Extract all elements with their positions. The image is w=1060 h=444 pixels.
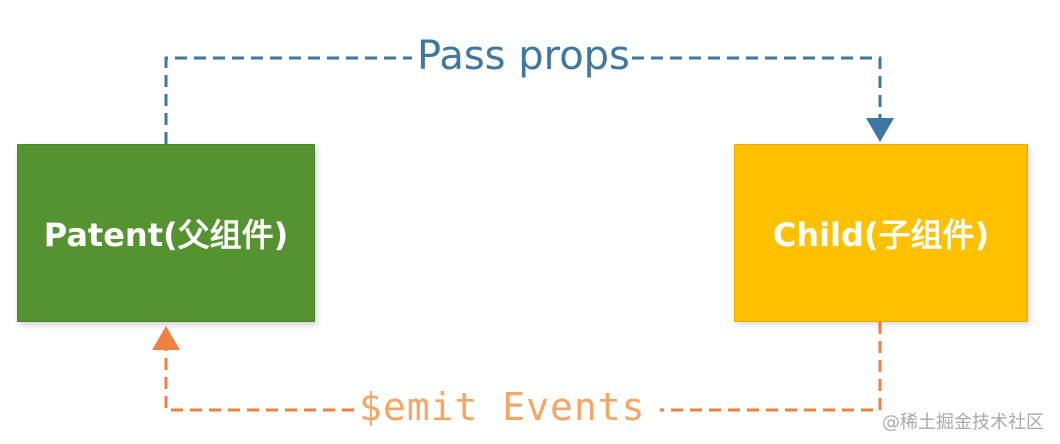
emit-events-label: $emit Events: [359, 385, 646, 429]
props-connector-line: [164, 56, 882, 144]
watermark: @稀土掘金技术社区: [882, 412, 1044, 433]
props-arrowhead: [866, 118, 894, 142]
child-component-label: Child(子组件): [772, 216, 990, 254]
parent-component-box: Patent(父组件): [17, 144, 315, 322]
parent-component-label: Patent(父组件): [43, 216, 289, 254]
child-component-box: Child(子组件): [734, 144, 1028, 322]
emit-arrowhead: [152, 326, 180, 350]
emit-connector-line: [164, 322, 882, 412]
pass-props-label: Pass props: [417, 33, 630, 79]
